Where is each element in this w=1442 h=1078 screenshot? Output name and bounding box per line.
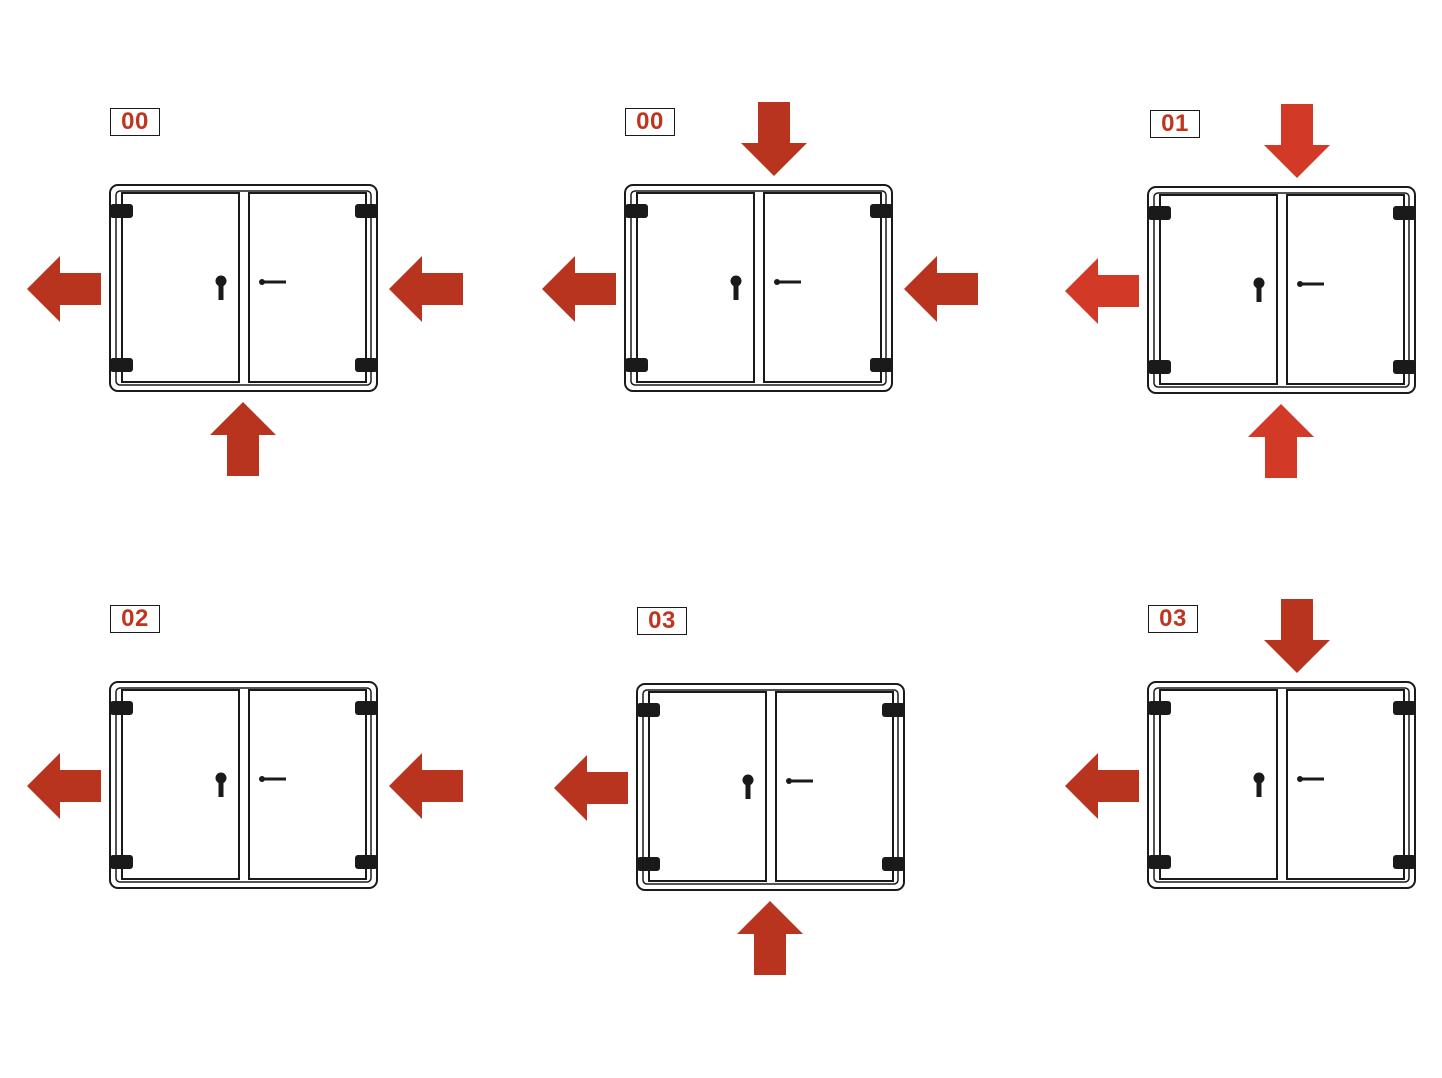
keyhole-slot [733, 282, 739, 300]
hinge-icon [870, 204, 893, 218]
resistance-class-badge: 00 [625, 108, 675, 136]
arrow-right-in-icon [904, 256, 978, 322]
resistance-class-badge: 03 [637, 607, 687, 635]
hinge-icon [1393, 855, 1416, 869]
keyhole-icon [1253, 772, 1265, 784]
resistance-class-badge: 02 [110, 605, 160, 633]
hinge-icon [882, 703, 905, 717]
hinge-icon [882, 857, 905, 871]
arrow-right-in-icon [389, 753, 463, 819]
hinge-icon [637, 703, 660, 717]
attack-diagram-1: 00 [0, 100, 480, 520]
cabinet-outline [1147, 186, 1416, 394]
arrow-left-out-icon [1065, 258, 1139, 324]
cabinet-inner-frame [642, 689, 899, 885]
hinge-icon [870, 358, 893, 372]
arrow-top-in-icon [1264, 599, 1330, 673]
arrow-bottom-in-icon [1248, 404, 1314, 478]
keyhole-slot [1256, 284, 1262, 302]
arrow-left-out-icon [554, 755, 628, 821]
hinge-icon [355, 855, 378, 869]
hinge-icon [355, 358, 378, 372]
handle-icon [789, 779, 813, 783]
cabinet-diagram-svg [27, 184, 463, 476]
keyhole-icon [215, 772, 227, 784]
cabinet-diagram-svg [1065, 104, 1416, 478]
cabinet-diagram-svg [554, 683, 905, 975]
right-door [1286, 194, 1405, 385]
cabinet-inner-frame [1153, 687, 1410, 883]
right-door [763, 192, 882, 383]
attack-diagram-6: 03 [1038, 597, 1442, 1017]
handle-icon [1300, 777, 1324, 781]
handle-icon [777, 280, 801, 284]
keyhole-slot [745, 781, 751, 799]
hinge-icon [625, 358, 648, 372]
hinge-icon [110, 701, 133, 715]
cabinet-diagram-svg [27, 681, 463, 889]
arrow-left-out-icon [1065, 753, 1139, 819]
keyhole-icon [742, 774, 754, 786]
handle-icon [262, 280, 286, 284]
cabinet-outline [636, 683, 905, 891]
hinge-icon [1393, 701, 1416, 715]
right-door [1286, 689, 1405, 880]
cabinet-inner-frame [1153, 192, 1410, 388]
keyhole-slot [1256, 779, 1262, 797]
arrow-left-out-icon [27, 753, 101, 819]
resistance-class-badge: 03 [1148, 605, 1198, 633]
handle-icon [1300, 282, 1324, 286]
cabinet-outline [624, 184, 893, 392]
arrow-bottom-in-icon [210, 402, 276, 476]
hinge-icon [1148, 701, 1171, 715]
resistance-class-badge: 01 [1150, 110, 1200, 138]
hinge-icon [1148, 206, 1171, 220]
keyhole-slot [218, 282, 224, 300]
arrow-bottom-in-icon [737, 901, 803, 975]
attack-diagram-2: 00 [515, 100, 995, 520]
attack-diagram-4: 02 [0, 597, 480, 1017]
attack-diagram-3: 01 [1038, 102, 1442, 522]
arrow-left-out-icon [542, 256, 616, 322]
hinge-icon [355, 701, 378, 715]
cabinet-inner-frame [630, 190, 887, 386]
arrow-right-in-icon [389, 256, 463, 322]
hinge-icon [355, 204, 378, 218]
cabinet-outline [1147, 681, 1416, 889]
cabinet-outline [109, 184, 378, 392]
hinge-icon [625, 204, 648, 218]
hinge-icon [110, 204, 133, 218]
hinge-icon [1148, 855, 1171, 869]
cabinet-outline [109, 681, 378, 889]
right-door [248, 192, 367, 383]
keyhole-slot [218, 779, 224, 797]
cabinet-diagram-svg [542, 102, 978, 392]
cabinet-inner-frame [115, 687, 372, 883]
hinge-icon [637, 857, 660, 871]
resistance-class-badge: 00 [110, 108, 160, 136]
handle-icon [262, 777, 286, 781]
arrow-top-in-icon [741, 102, 807, 176]
keyhole-icon [730, 275, 742, 287]
hinge-icon [1393, 360, 1416, 374]
right-door [775, 691, 894, 882]
right-door [248, 689, 367, 880]
keyhole-icon [1253, 277, 1265, 289]
arrow-left-out-icon [27, 256, 101, 322]
hinge-icon [1393, 206, 1416, 220]
hinge-icon [110, 855, 133, 869]
arrow-top-in-icon [1264, 104, 1330, 178]
cabinet-inner-frame [115, 190, 372, 386]
keyhole-icon [215, 275, 227, 287]
cabinet-diagram-svg [1065, 599, 1416, 889]
hinge-icon [110, 358, 133, 372]
hinge-icon [1148, 360, 1171, 374]
attack-diagram-5: 03 [527, 599, 1007, 1019]
